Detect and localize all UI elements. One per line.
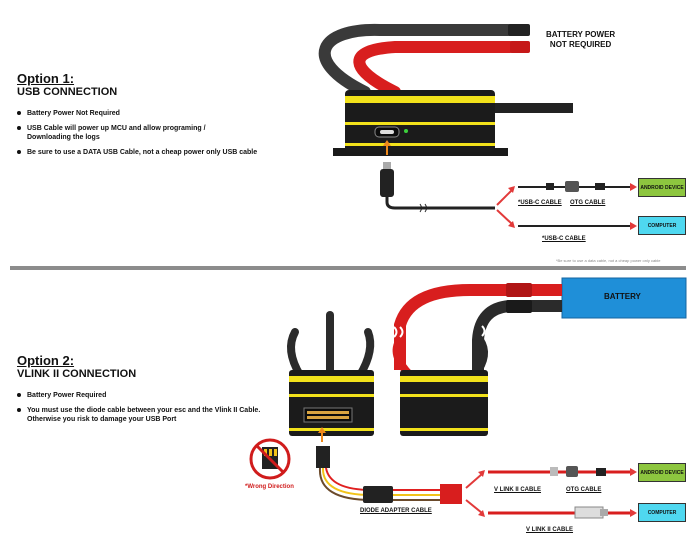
option2-diagram — [249, 277, 687, 519]
red-lead-break-mark — [393, 326, 404, 338]
red-battery-lead — [353, 41, 516, 98]
red-arrow-down-head — [508, 221, 515, 228]
usbc-cable-label-top: *USB-C CABLE — [518, 200, 562, 206]
black-lead-connector — [508, 24, 530, 36]
vlink-arrow-down-head — [478, 510, 485, 517]
esc1-stripe-top — [289, 376, 374, 382]
option2-title: Option 2: — [17, 353, 75, 368]
esc2-stripe-bottom — [400, 428, 488, 431]
otg-cable-label-2: OTG CABLE — [566, 487, 602, 493]
battery-body — [561, 277, 687, 319]
option1-bullet-list: Battery Power Not Required USB Cable wil… — [17, 109, 257, 163]
vlink-connector — [440, 484, 462, 504]
option2-header: Option 2: VLINK II CONNECTION — [17, 353, 297, 381]
motor-wire — [495, 103, 573, 113]
option1-bullet: USB Cable will power up MCU and allow pr… — [17, 124, 242, 142]
red-lead-connector — [510, 41, 530, 53]
vlink-arrow-up-head — [478, 470, 485, 477]
vlink-cable-label-bottom: V LINK II CABLE — [526, 527, 574, 533]
option2-bullet: Battery Power Required — [17, 391, 267, 400]
esc-stripe-top — [345, 96, 495, 103]
esc2-stripe-mid — [400, 394, 488, 397]
option2-subtitle: VLINK II CONNECTION — [17, 368, 137, 380]
option1-bullet: Battery Power Not Required — [17, 109, 242, 118]
section-divider — [10, 266, 686, 270]
usb-a-tip — [600, 509, 608, 516]
diode-adapter-label: DIODE ADAPTER CABLE — [360, 508, 432, 514]
battery-black-connector — [506, 300, 532, 313]
battery-label: BATTERY — [604, 292, 641, 301]
esc2-stripe-top — [400, 376, 488, 382]
vlink-arrow-up — [465, 473, 483, 489]
red-arrow-up-head — [508, 186, 515, 193]
data-cable-footnote: *Be sure to use a data cable, not a chea… — [556, 258, 661, 263]
option1-bullet: Be sure to use a DATA USB Cable, not a c… — [17, 148, 297, 157]
otg-cable-label: OTG CABLE — [570, 200, 606, 206]
wrong-plug-pin — [269, 449, 272, 456]
esc1-wire-left — [287, 328, 304, 379]
otg-connector — [595, 183, 605, 190]
usbc-connector — [546, 183, 554, 190]
usbc-plug-body — [380, 169, 394, 197]
vlink-cable-label-top: V LINK II CABLE — [494, 487, 542, 493]
usb-a-plug — [574, 506, 604, 519]
esc1-wire-right — [356, 328, 375, 379]
vlink-arrow-down — [465, 499, 483, 514]
battery-black-lead — [472, 300, 562, 370]
red-arrow-down — [496, 209, 513, 225]
esc1-pin-header — [303, 407, 353, 423]
esc-stripe-bottom — [345, 143, 495, 146]
computer-box: COMPUTER — [638, 216, 686, 235]
option2-bullet: You must use the diode cable between you… — [17, 406, 267, 424]
android-arrow-head — [630, 183, 637, 191]
black-battery-lead — [318, 23, 514, 98]
android-device-box: ANDROID DEVICE — [638, 178, 686, 197]
option1-diagram — [10, 23, 686, 270]
vlink-usb-plug — [550, 467, 558, 476]
diode-plug — [316, 446, 330, 468]
usb-c-port-slot — [380, 130, 394, 134]
otg-adapter-2 — [566, 466, 578, 477]
esc1-stripe-bottom — [289, 428, 374, 431]
orange-arrow-head — [383, 140, 391, 146]
battery-note-line1: BATTERY POWER — [546, 30, 616, 39]
wrong-plug-pin — [274, 449, 277, 456]
cable-break-mark — [419, 203, 427, 213]
otg-connector-2 — [596, 468, 606, 476]
status-led — [404, 129, 408, 133]
wrong-direction-slash — [255, 444, 285, 474]
battery-red-lead — [394, 284, 562, 370]
diode-heatshrink — [363, 486, 393, 503]
computer-arrow-head-2 — [630, 509, 637, 517]
vlink-orange-arrow-head — [318, 427, 326, 433]
esc-stripe-mid — [345, 122, 495, 125]
computer-arrow-head — [630, 222, 637, 230]
black-lead-break-mark — [481, 325, 492, 337]
wrong-direction-label: *Wrong Direction — [245, 484, 294, 490]
esc1-stripe-mid — [289, 394, 374, 397]
option1-header: Option 1: USB CONNECTION — [17, 71, 297, 99]
android-arrow-head-2 — [630, 468, 637, 476]
android-device-box-2: ANDROID DEVICE — [638, 463, 686, 482]
red-arrow-up — [496, 189, 513, 206]
otg-adapter — [565, 181, 579, 192]
battery-not-required-note: BATTERY POWER NOT REQUIRED — [546, 30, 615, 50]
usbc-cable-label-bottom: *USB-C CABLE — [542, 236, 586, 242]
usbc-cable — [385, 197, 495, 210]
battery-red-connector — [506, 283, 532, 297]
option2-bullet-list: Battery Power Required You must use the … — [17, 391, 267, 430]
esc1-pin-row-1 — [307, 411, 349, 414]
esc1-pin-row-2 — [307, 416, 349, 419]
battery-note-line2: NOT REQUIRED — [549, 40, 612, 49]
esc2-body — [400, 370, 488, 436]
option1-title: Option 1: — [17, 71, 75, 86]
computer-box-2: COMPUTER — [638, 503, 686, 522]
usbc-plug-tip — [383, 162, 391, 170]
option1-subtitle: USB CONNECTION — [17, 86, 118, 98]
